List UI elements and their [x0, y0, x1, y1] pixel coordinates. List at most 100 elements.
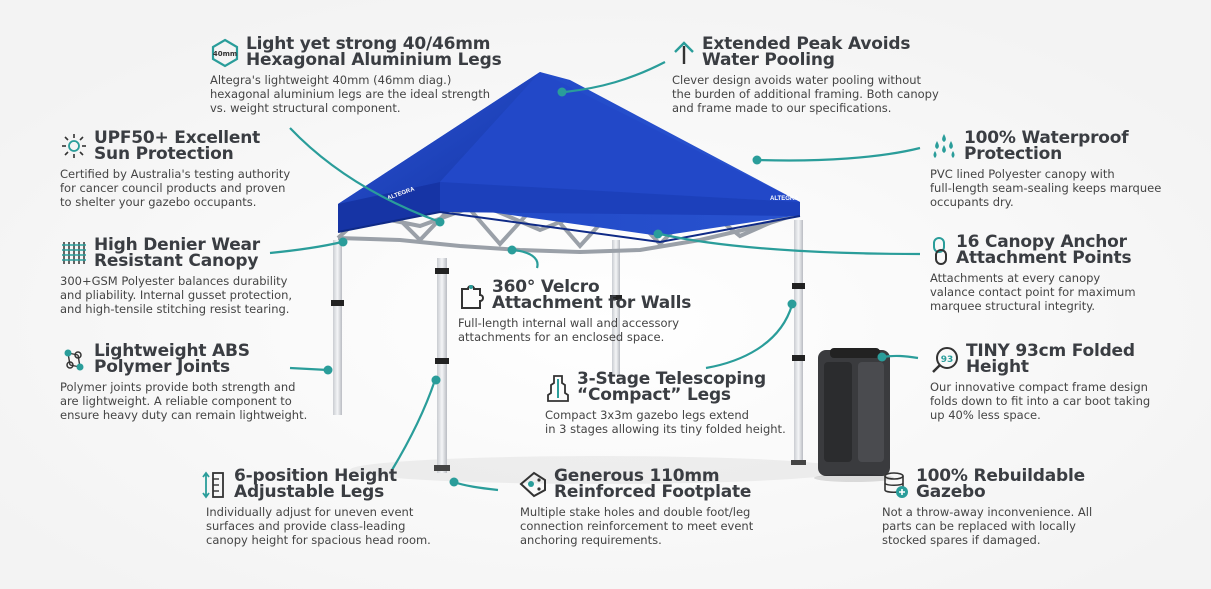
denier-desc-line1: 300+GSM Polyester balances durability [60, 274, 288, 288]
height-adjust-icon [202, 471, 224, 499]
leader-lines [269, 61, 921, 492]
magnifier-badge-icon: 93 [932, 347, 958, 373]
peak-desc-line1: Clever design avoids water pooling witho… [672, 73, 922, 87]
peak-desc-line2: the burden of additional framing. Both c… [672, 87, 939, 101]
anchor-desc-line3: marquee structural integrity. [930, 299, 1096, 313]
tiny-badge-text: 93 [941, 355, 954, 365]
legs-desc-line3: vs. weight structural component. [210, 101, 401, 115]
upf-desc-line3: to shelter your gazebo occupants. [60, 195, 257, 209]
velcro-title-line1: 360° Velcro [492, 277, 600, 297]
telescoping-leg-icon [547, 375, 569, 402]
fabric-mesh-icon [62, 242, 86, 264]
upf-desc-line1: Certified by Australia's testing authori… [60, 167, 291, 181]
gazebo-canopy: ALTEGRA ALTEGRA [337, 72, 801, 244]
abs-title-line1: Lightweight ABS [94, 341, 250, 361]
feature-telescoping-legs: 3-Stage Telescoping“Compact” Legs Compac… [545, 369, 786, 437]
peak-desc-line3: and frame made to our specifications. [672, 101, 892, 115]
legs-title-line2: Hexagonal Aluminium Legs [246, 50, 502, 70]
carry-bag [814, 348, 894, 482]
telescope-title-line1: 3-Stage Telescoping [577, 369, 766, 389]
waterproof-title-line1: 100% Waterproof [964, 128, 1129, 148]
footplate-icon [519, 471, 546, 498]
denier-title-line2: Resistant Canopy [94, 251, 259, 271]
velcro-title-line2: Attachment for Walls [492, 293, 692, 313]
footplate-desc-line1: Multiple stake holes and double foot/leg [520, 505, 751, 519]
waterproof-desc-line3: occupants dry. [930, 195, 1014, 209]
height-title-line2: Adjustable Legs [234, 482, 385, 502]
rebuild-desc-line1: Not a throw-away inconvenience. All [882, 505, 1093, 519]
height-desc-line2: surfaces and provide class-leading [206, 519, 406, 533]
footplate-title-line2: Reinforced Footplate [554, 482, 752, 502]
velcro-desc-line1: Full-length internal wall and accessory [458, 316, 680, 330]
height-desc-line3: canopy height for spacious head room. [206, 533, 431, 547]
legs-desc-line1: Altegra's lightweight 40mm (46mm diag.) [210, 73, 452, 87]
tiny-title-line1: TINY 93cm Folded [966, 341, 1135, 361]
leg-front-right [794, 220, 803, 465]
waterproof-desc-line2: full-length seam-sealing keeps marquee [930, 181, 1162, 195]
rebuild-title-line2: Gazebo [916, 482, 986, 502]
abs-desc-line1: Polymer joints provide both strength and [60, 380, 296, 394]
footplate-title-line1: Generous 110mm [554, 466, 720, 486]
tiny-desc-line2: folds down to fit into a car boot taking [930, 394, 1151, 408]
anchor-title-line1: 16 Canopy Anchor [956, 232, 1127, 252]
legs-badge-text: 40mm [213, 50, 237, 58]
footplate-desc-line2: connection reinforcement to meet event [520, 519, 754, 533]
footplate-desc-line3: anchoring requirements. [520, 533, 662, 547]
peak-title-line1: Extended Peak Avoids [702, 34, 911, 54]
chain-link-icon [933, 237, 947, 265]
molecule-icon [64, 349, 84, 371]
abs-desc-line2: are lightweight. A reliable component to [60, 394, 292, 408]
rebuild-desc-line3: stocked spares if damaged. [882, 533, 1041, 547]
leg-front-left [333, 240, 342, 415]
rebuild-title-line1: 100% Rebuildable [916, 466, 1085, 486]
waterproof-title-line2: Protection [964, 144, 1062, 164]
denier-title-line1: High Denier Wear [94, 235, 260, 255]
ground-shadow [350, 456, 850, 484]
tiny-desc-line3: up 40% less space. [930, 408, 1041, 422]
anchor-desc-line2: valance contact point for maximum [930, 285, 1136, 299]
upf-title-line1: UPF50+ Excellent [94, 128, 261, 148]
denier-desc-line3: and high-tensile stitching resist tearin… [60, 302, 290, 316]
sun-icon [62, 134, 86, 158]
waterproof-desc-line1: PVC lined Polyester canopy with [930, 167, 1115, 181]
abs-title-line2: Polymer Joints [94, 357, 230, 377]
denier-desc-line2: and pliability. Internal gusset protecti… [60, 288, 293, 302]
parts-icon [884, 472, 908, 498]
telescope-desc-line1: Compact 3x3m gazebo legs extend [545, 408, 749, 422]
canopy-brand-right: ALTEGRA [770, 196, 799, 202]
puzzle-icon [461, 285, 484, 309]
upf-title-line2: Sun Protection [94, 144, 234, 164]
anchor-title-line2: Attachment Points [956, 248, 1132, 268]
legs-desc-line2: hexagonal aluminium legs are the ideal s… [210, 87, 490, 101]
height-title-line1: 6-position Height [234, 466, 397, 486]
rebuild-desc-line2: parts can be replaced with locally [882, 519, 1076, 533]
anchor-desc-line1: Attachments at every canopy [930, 271, 1101, 285]
velcro-desc-line2: attachments for an enclosed space. [458, 330, 665, 344]
tiny-title-line2: Height [966, 357, 1029, 377]
gazebo-legs [331, 220, 806, 473]
telescope-title-line2: “Compact” Legs [577, 385, 731, 405]
water-drops-icon [933, 134, 955, 158]
height-desc-line1: Individually adjust for uneven event [206, 505, 414, 519]
legs-title-line1: Light yet strong 40/46mm [246, 34, 491, 54]
leg-front-middle [437, 258, 447, 473]
upf-desc-line2: for cancer council products and proven [60, 181, 286, 195]
abs-desc-line3: ensure heavy duty can remain lightweight… [60, 408, 308, 422]
hexagon-badge-icon: 40mm [211, 38, 239, 68]
tiny-desc-line1: Our innovative compact frame design [930, 380, 1148, 394]
arrow-up-icon [674, 41, 694, 64]
